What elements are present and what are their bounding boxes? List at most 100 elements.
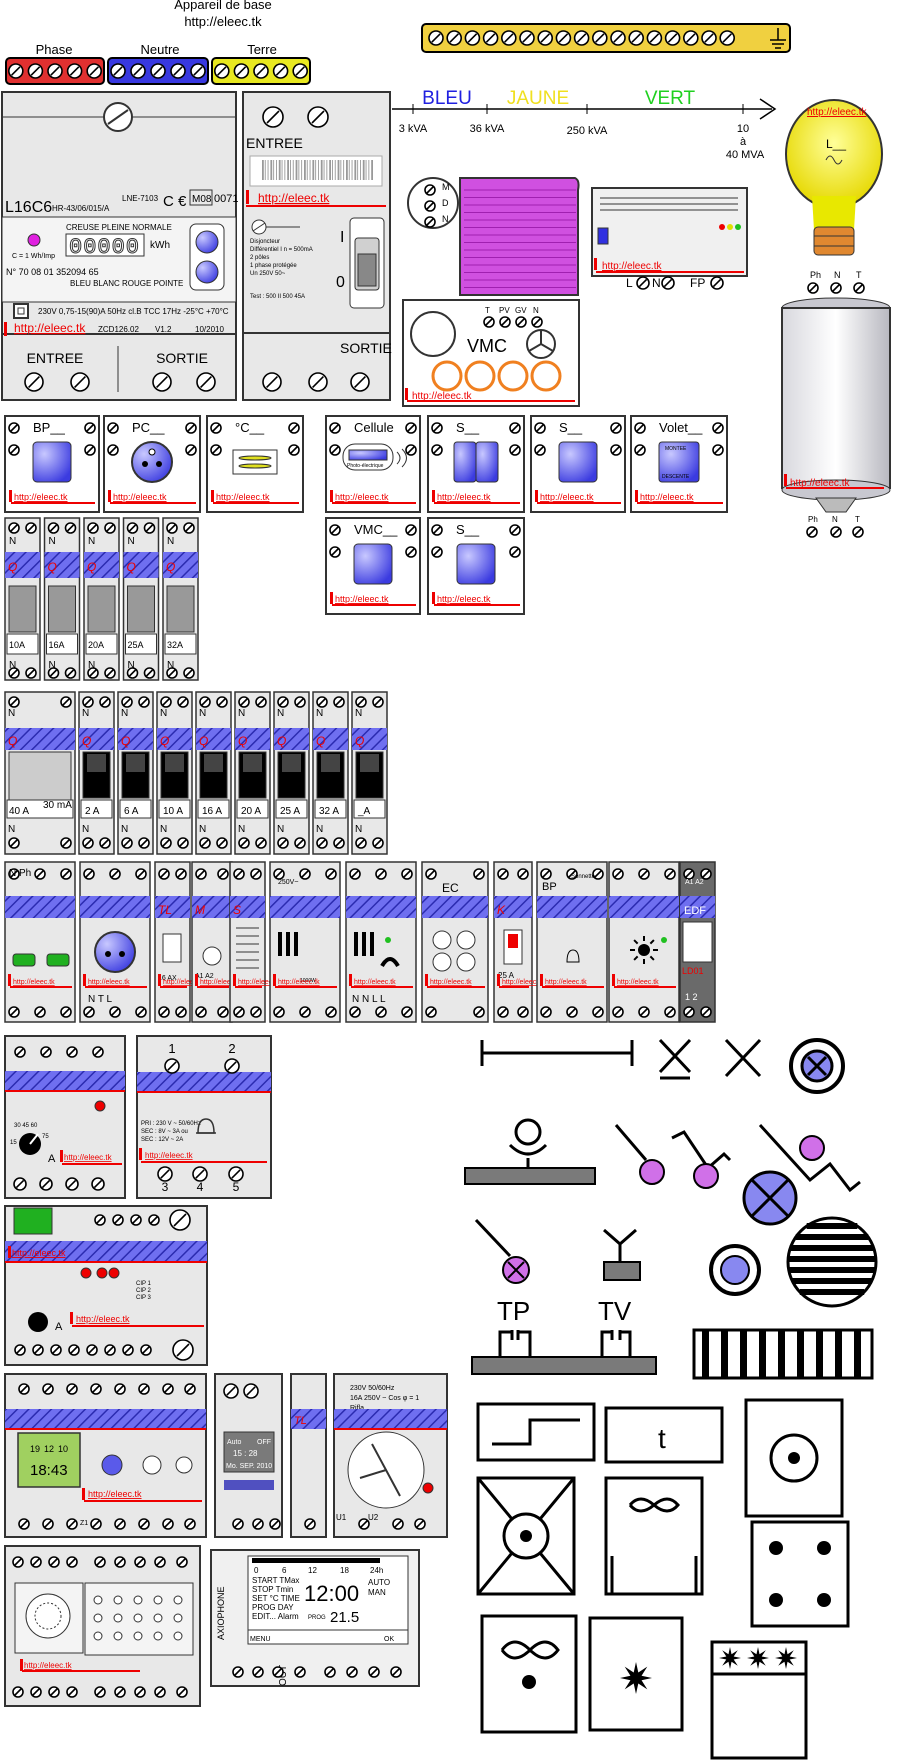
screw-terminal — [50, 1344, 62, 1356]
cip-url: http://eleec.tk — [12, 1248, 66, 1258]
screw-terminal — [32, 1344, 44, 1356]
rocker-button[interactable] — [353, 543, 393, 585]
screw-terminal — [358, 1518, 370, 1530]
meter-terminal-screws — [24, 372, 216, 392]
screw-terminal — [540, 868, 552, 880]
breaker-rating: 20 A — [241, 806, 261, 817]
tl-narrow-label: TL — [294, 1415, 307, 1427]
screw-terminal — [195, 868, 207, 880]
screw-terminal — [66, 1556, 78, 1568]
electricity-meter: L16C6 LNE-7103 HR-43/06/015/A M08 0071 C… — [1, 91, 238, 401]
power-scale: BLEU JAUNE VERT 3 kVA 36 kVA 250 kVA 10 … — [392, 88, 777, 161]
screw-terminal — [519, 30, 535, 46]
prog-prog: PROG — [308, 1615, 326, 1621]
meter-button-bottom[interactable] — [195, 260, 219, 284]
schematic-symbols: TP TV t — [464, 1038, 878, 1760]
screw-terminal — [288, 444, 300, 456]
screw-terminal — [66, 63, 83, 79]
pole-n: N — [82, 708, 89, 719]
screw-terminal — [166, 667, 178, 679]
screw-terminal — [636, 276, 650, 290]
screw-terminal — [190, 63, 206, 79]
screw-terminal — [428, 30, 444, 46]
screw-terminal — [424, 216, 436, 228]
screw-terminal — [431, 444, 443, 456]
rocker-right[interactable] — [475, 441, 499, 483]
screw-terminal — [830, 282, 842, 294]
prog-l4: PROG DAY — [252, 1603, 294, 1612]
timer-module: 30 45 60 15 75 A http://eleec.tk — [4, 1035, 126, 1199]
screw-terminal — [66, 1383, 78, 1395]
url-label: http://eleec.tk — [163, 979, 205, 986]
screw-terminal — [355, 696, 367, 708]
screw-terminal — [107, 444, 119, 456]
screw-terminal — [8, 868, 20, 880]
shutter-button[interactable] — [658, 441, 700, 483]
pole-n: N — [128, 660, 135, 671]
meter-display: 00000 — [69, 235, 140, 260]
fan-m: M — [442, 182, 450, 192]
switch-plate: VMC__http://eleec.tk — [325, 517, 421, 615]
prog-time: 12:00 — [304, 1581, 359, 1606]
url-label: http://eleec.tk — [545, 979, 587, 986]
screw-terminal — [143, 522, 156, 534]
meter-specs: 230V 0,75-15(90)A 50Hz cl.B TCC 17Hz -25… — [38, 307, 229, 316]
breaker-q: Q — [48, 560, 57, 574]
screw-terminal — [262, 372, 282, 392]
clock-d1: 19 — [30, 1444, 40, 1454]
url-label: http://eleec.tk — [238, 979, 280, 986]
rocker-button[interactable] — [32, 441, 72, 483]
screw-terminal — [217, 1006, 229, 1018]
meter-m08: M08 — [192, 194, 212, 205]
screw-terminal — [610, 444, 622, 456]
screw-terminal — [414, 1518, 426, 1530]
screw-terminal — [104, 522, 116, 534]
clock-d2: 12 — [44, 1444, 54, 1454]
timer-scale-2: 15 — [10, 1140, 17, 1146]
contactor-u1: U1 — [336, 1513, 347, 1522]
screw-terminal — [94, 1686, 106, 1698]
screw-terminal — [14, 1344, 26, 1356]
url-label: http://eleec.tk — [502, 979, 544, 986]
transfo-n3: 3 — [162, 1180, 169, 1194]
meter-button-top[interactable] — [195, 230, 219, 254]
prog-ok-button[interactable]: OK — [384, 1636, 394, 1643]
screw-terminal — [40, 1046, 52, 1058]
screw-terminal — [292, 63, 309, 79]
screw-terminal — [84, 422, 96, 434]
screw-terminal — [14, 1046, 26, 1058]
scheduler-module: http://eleec.tk — [4, 1545, 201, 1707]
radiator: http://eleec.tk L N FP — [591, 187, 748, 290]
screw-terminal — [8, 696, 20, 708]
pole-n: N — [88, 660, 95, 671]
screw-terminal — [329, 524, 341, 536]
bulb-n: N — [834, 270, 841, 280]
radiator-n: N — [652, 276, 661, 290]
rocker-button[interactable] — [558, 441, 598, 483]
timer-scale-3: 75 — [42, 1134, 49, 1140]
rocker-left[interactable] — [453, 441, 477, 483]
pole-n: N — [49, 536, 56, 547]
screw-terminal — [157, 1166, 173, 1182]
screw-terminal — [612, 1006, 624, 1018]
contactor-l3: Rifla — [350, 1405, 364, 1412]
digital-clock-module: 19 12 10 18:43 http://eleec.tk Z1 — [4, 1373, 207, 1538]
breaker-sortie: SORTIE — [340, 340, 392, 356]
screw-terminal — [8, 837, 20, 849]
screw-terminal — [497, 1006, 509, 1018]
screw-terminal — [591, 30, 608, 46]
screw-terminal — [185, 422, 197, 434]
module-ec-label: EC — [442, 881, 459, 895]
screw-terminal — [701, 30, 717, 46]
screw-terminal — [99, 837, 111, 849]
screw-terminal — [25, 522, 37, 534]
rocker-button[interactable] — [456, 543, 496, 585]
breaker-q: Q — [8, 734, 17, 748]
prog-menu-button[interactable]: MENU — [250, 1636, 271, 1643]
socket — [131, 441, 173, 483]
breaker-rating: 20A — [88, 640, 104, 650]
breaker-q: Q — [121, 734, 130, 748]
meter-sortie: SORTIE — [156, 350, 208, 366]
